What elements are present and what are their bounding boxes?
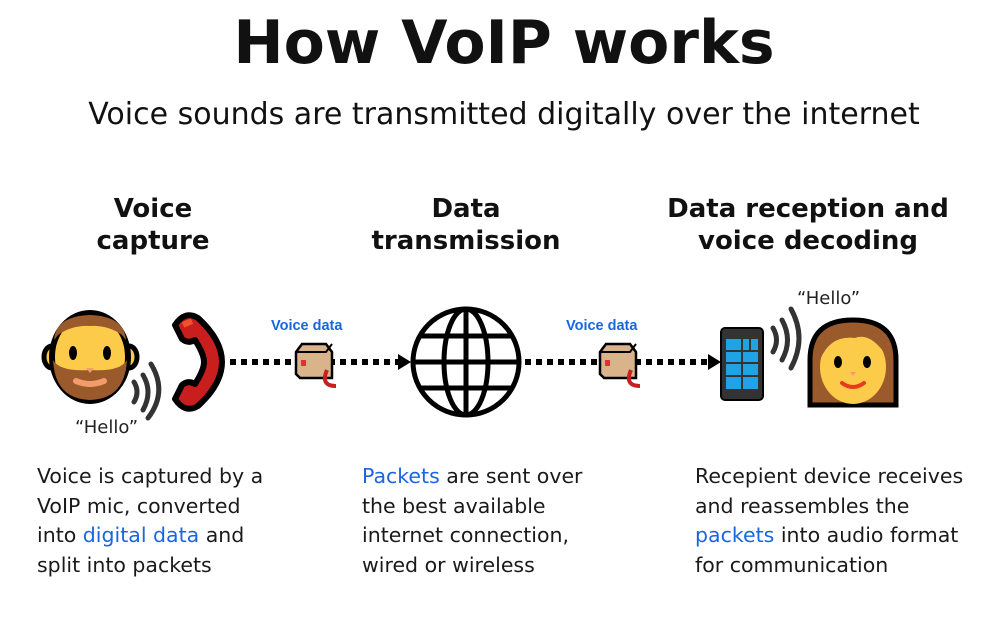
description-text: for communication xyxy=(695,552,889,577)
description-voice-capture: Voice is captured by a VoIP mic, converte… xyxy=(37,462,263,580)
description-text: and reassembles the xyxy=(695,493,910,518)
package-icon xyxy=(598,342,641,388)
description-line: Recepient device receives xyxy=(695,462,963,492)
heading-data-reception: Data reception and voice decoding xyxy=(648,193,968,257)
description-line: Voice is captured by a xyxy=(37,462,263,492)
man-face-icon xyxy=(41,310,140,404)
heading-line: capture xyxy=(96,226,210,256)
woman-face-icon xyxy=(807,317,899,408)
description-line: and reassembles the xyxy=(695,492,963,522)
description-line: Packets are sent over xyxy=(362,462,583,492)
description-line: into digital data and xyxy=(37,521,263,551)
description-text: are sent over xyxy=(439,464,583,488)
highlighted-term: Packets xyxy=(362,464,440,488)
hello-sender-label: “Hello” xyxy=(75,417,139,438)
arrowhead-icon xyxy=(398,354,411,370)
heading-line: transmission xyxy=(371,226,561,256)
sound-waves-icon xyxy=(770,306,802,371)
description-text: split into packets xyxy=(37,552,212,577)
description-line: wired or wireless xyxy=(362,551,583,581)
highlighted-term: digital data xyxy=(82,523,200,547)
description-line: internet connection, xyxy=(362,521,583,551)
highlighted-term: packets xyxy=(695,523,775,547)
hello-receiver-label: “Hello” xyxy=(797,288,861,309)
description-line: packets into audio format xyxy=(695,521,963,551)
voice-data-label: Voice data xyxy=(566,318,638,334)
heading-line: Data xyxy=(431,194,501,224)
arrowhead-icon xyxy=(708,354,721,370)
heading-line: Data reception and xyxy=(667,194,949,224)
description-text: Voice is captured by a xyxy=(37,464,264,488)
description-line: for communication xyxy=(695,551,963,581)
heading-voice-capture: Voice capture xyxy=(0,193,313,257)
description-text: into audio format xyxy=(774,523,959,547)
description-text: VoIP mic, converted xyxy=(37,493,241,518)
page-title: How VoIP works xyxy=(233,8,775,78)
description-data-reception: Recepient device receives and reassembles… xyxy=(695,462,963,580)
globe-icon xyxy=(410,306,522,418)
description-line: VoIP mic, converted xyxy=(37,492,263,522)
description-text: Recepient device receives xyxy=(695,464,964,488)
heading-line: Voice xyxy=(113,194,193,224)
sound-waves-icon xyxy=(131,361,162,421)
voice-data-label: Voice data xyxy=(271,318,343,334)
heading-line: voice decoding xyxy=(698,226,918,256)
description-text: internet connection, xyxy=(362,523,570,547)
description-text: into xyxy=(37,523,83,547)
mobile-phone-icon xyxy=(720,327,764,401)
description-text: the best available xyxy=(362,493,546,518)
description-line: split into packets xyxy=(37,551,263,581)
description-text: and xyxy=(199,523,245,547)
description-text: wired or wireless xyxy=(362,552,535,577)
description-line: the best available xyxy=(362,492,583,522)
package-icon xyxy=(294,342,337,388)
page-subtitle: Voice sounds are transmitted digitally o… xyxy=(88,97,920,132)
heading-data-transmission: Data transmission xyxy=(306,193,626,257)
telephone-handset-icon xyxy=(172,312,225,412)
